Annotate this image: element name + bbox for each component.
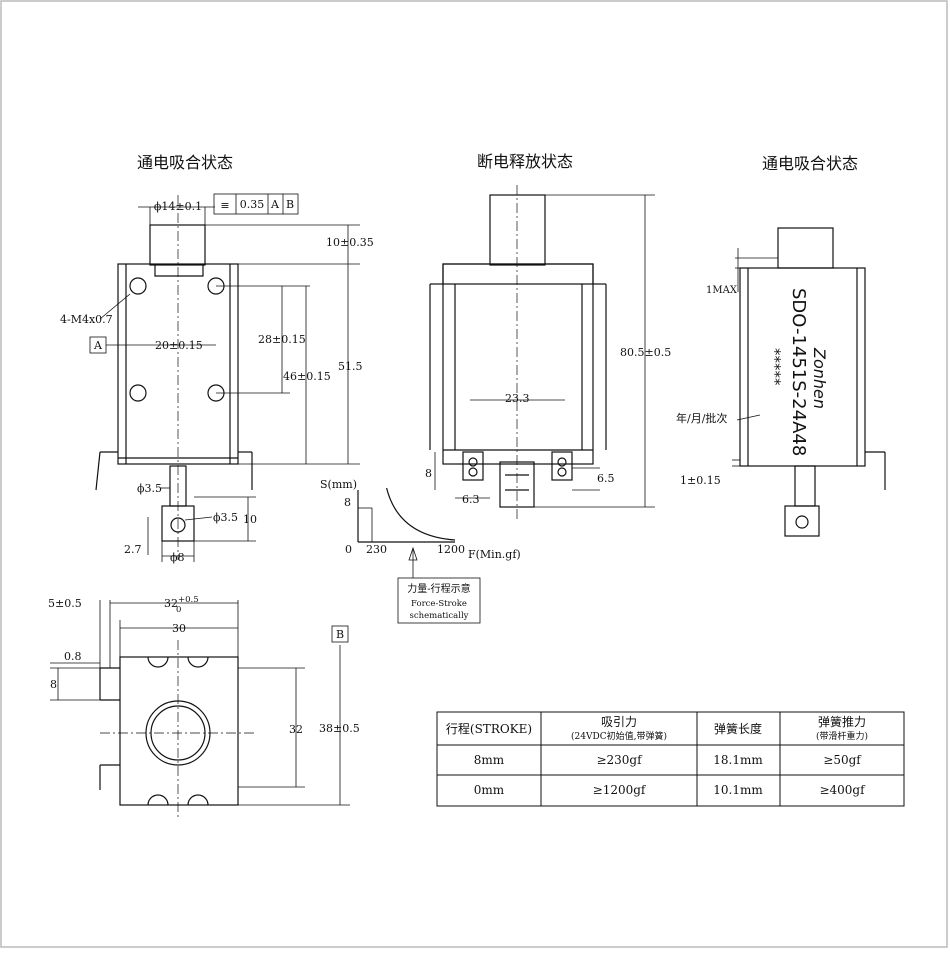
chart-y-tick: 8 — [344, 496, 351, 509]
left-view: ϕ14±0.1 ≡ 0.35 A B 10±0.35 51.5 28±0.15 … — [60, 193, 374, 564]
tolerance-frame — [213, 193, 299, 215]
table-cell: ≥400gf — [819, 783, 866, 797]
batch-stars: ***** — [766, 348, 784, 386]
bottom-view: 5±0.5 32 +0.5 0 30 0.8 8 32 38±0.5 B — [48, 595, 360, 820]
dim-plunger-diameter: ϕ14±0.1 — [154, 200, 202, 213]
symmetry-symbol: ≡ — [220, 199, 229, 212]
dim-32-height: 32 — [289, 723, 303, 736]
table-cell: 8mm — [474, 753, 505, 767]
dim-total-length: 80.5±0.5 — [620, 346, 671, 359]
table-cell: 18.1mm — [713, 753, 763, 767]
chart-note-cn: 力量-行程示意 — [407, 582, 470, 595]
dim-2-7: 2.7 — [124, 543, 142, 556]
dim-1-015: 1±0.15 — [680, 474, 721, 487]
chart-note-en1: Force-Stroke — [411, 599, 467, 609]
dim-46: 46±0.15 — [283, 370, 331, 383]
table-header-spring-length: 弹簧长度 — [714, 721, 762, 736]
dim-clevis-width: ϕ8 — [170, 551, 185, 564]
left-view-title: 通电吸合状态 — [137, 153, 233, 172]
spec-table: 行程(STROKE) 吸引力 (24VDC初始值,带弹簧) 弹簧长度 弹簧推力 … — [436, 711, 905, 807]
chart-note-box — [397, 577, 481, 624]
dim-plunger-height: 10±0.35 — [326, 236, 374, 249]
table-cell: 0mm — [474, 783, 505, 797]
table-header-force: 吸引力 — [601, 715, 637, 729]
dim-hole-diameter: ϕ3.5 — [213, 511, 238, 524]
dim-6-5: 6.5 — [597, 472, 615, 485]
model-code: SDO-1451S-24A48 — [788, 288, 809, 456]
table-header-stroke: 行程(STROKE) — [446, 721, 532, 736]
dim-38: 38±0.5 — [319, 722, 360, 735]
datum-b-label: B — [336, 628, 344, 641]
thread-label: 4-M4x0.7 — [60, 313, 113, 326]
chart-note-en2: schematically — [410, 611, 469, 621]
dim-32-base: 32 — [164, 597, 178, 610]
tolerance-datum-a: A — [270, 198, 280, 211]
chart-x-tick-1200: 1200 — [437, 543, 465, 556]
right-plunger — [777, 227, 834, 269]
date-batch-label: 年/月/批次 — [676, 411, 727, 425]
middle-view: 80.5±0.5 23.3 8 6.3 6.5 — [425, 185, 671, 520]
table-header-spring-force-sub: (带滑杆重力) — [816, 730, 868, 742]
chart-x-label: F(Min.gf) — [468, 548, 521, 561]
table-cell: ≥50gf — [823, 753, 862, 767]
table-cell: ≥230gf — [596, 753, 643, 767]
chart-y-label: S(mm) — [320, 478, 357, 491]
tolerance-value: 0.35 — [240, 198, 265, 211]
bottom-body — [119, 656, 239, 806]
dim-23-3: 23.3 — [505, 392, 530, 405]
dim-30: 30 — [172, 622, 186, 635]
middle-body — [442, 263, 594, 465]
right-view-title: 通电吸合状态 — [762, 154, 858, 173]
dim-hole-spacing: 20±0.15 — [155, 339, 203, 352]
dim-0-8: 0.8 — [64, 650, 82, 663]
table-cell: 10.1mm — [713, 783, 763, 797]
table-header-spring-force: 弹簧推力 — [818, 714, 866, 729]
chart-origin: 0 — [345, 543, 352, 556]
left-clevis — [161, 505, 195, 542]
force-stroke-chart: S(mm) 8 0 230 1200 F(Min.gf) 力量-行程示意 For… — [320, 478, 521, 624]
chart-x-tick-230: 230 — [366, 543, 387, 556]
clevis-hole — [170, 517, 186, 533]
table-cell: ≥1200gf — [593, 783, 647, 797]
dim-32-upper-tol: +0.5 — [178, 595, 199, 605]
dim-6-3: 6.3 — [462, 493, 480, 506]
datum-a-label: A — [93, 339, 103, 352]
dim-clevis-height: 10 — [243, 513, 257, 526]
dim-1max: 1MAX — [706, 285, 738, 296]
dim-terminal-8: 8 — [425, 467, 432, 480]
brand-logo-text: Zonhen — [810, 347, 829, 409]
dim-pin-diameter: ϕ3.5 — [137, 482, 162, 495]
middle-plunger — [489, 194, 546, 266]
force-stroke-curve — [386, 487, 456, 541]
dim-5: 5±0.5 — [48, 597, 82, 610]
middle-view-title: 断电释放状态 — [477, 152, 573, 171]
right-view: 1MAX SDO-1451S-24A48 Zonhen ***** 年/月/批次… — [676, 227, 886, 537]
dim-body-height: 51.5 — [338, 360, 363, 373]
dim-32-lower-tol: 0 — [176, 605, 181, 615]
left-plunger — [149, 224, 206, 266]
tolerance-datum-b: B — [286, 198, 294, 211]
datum-b-box — [331, 625, 349, 643]
dim-28: 28±0.15 — [258, 333, 306, 346]
dim-8-bottom: 8 — [50, 678, 57, 691]
table-header-force-sub: (24VDC初始值,带弹簧) — [571, 730, 667, 742]
